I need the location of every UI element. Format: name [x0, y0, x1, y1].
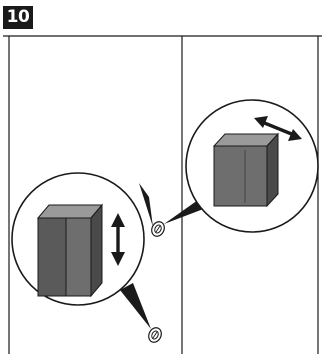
- left-callout-pointer-upper: [139, 183, 153, 227]
- lower-adjustment-screw-icon: [148, 327, 162, 343]
- right-callout-pointer: [164, 200, 206, 224]
- upper-adjustment-screw-icon: [151, 221, 165, 237]
- vertical-adjustment-callout: [11, 172, 145, 306]
- cabinet-icon-right: [212, 132, 280, 208]
- vertical-adjustment-arrow-icon: [111, 213, 125, 266]
- horizontal-adjustment-callout: [185, 99, 319, 233]
- left-callout-pointer-lower: [120, 283, 151, 329]
- cabinet-icon-left: [36, 203, 104, 298]
- horizontal-adjustment-arrow-icon: [254, 116, 302, 141]
- step-number-badge: 10: [3, 6, 33, 29]
